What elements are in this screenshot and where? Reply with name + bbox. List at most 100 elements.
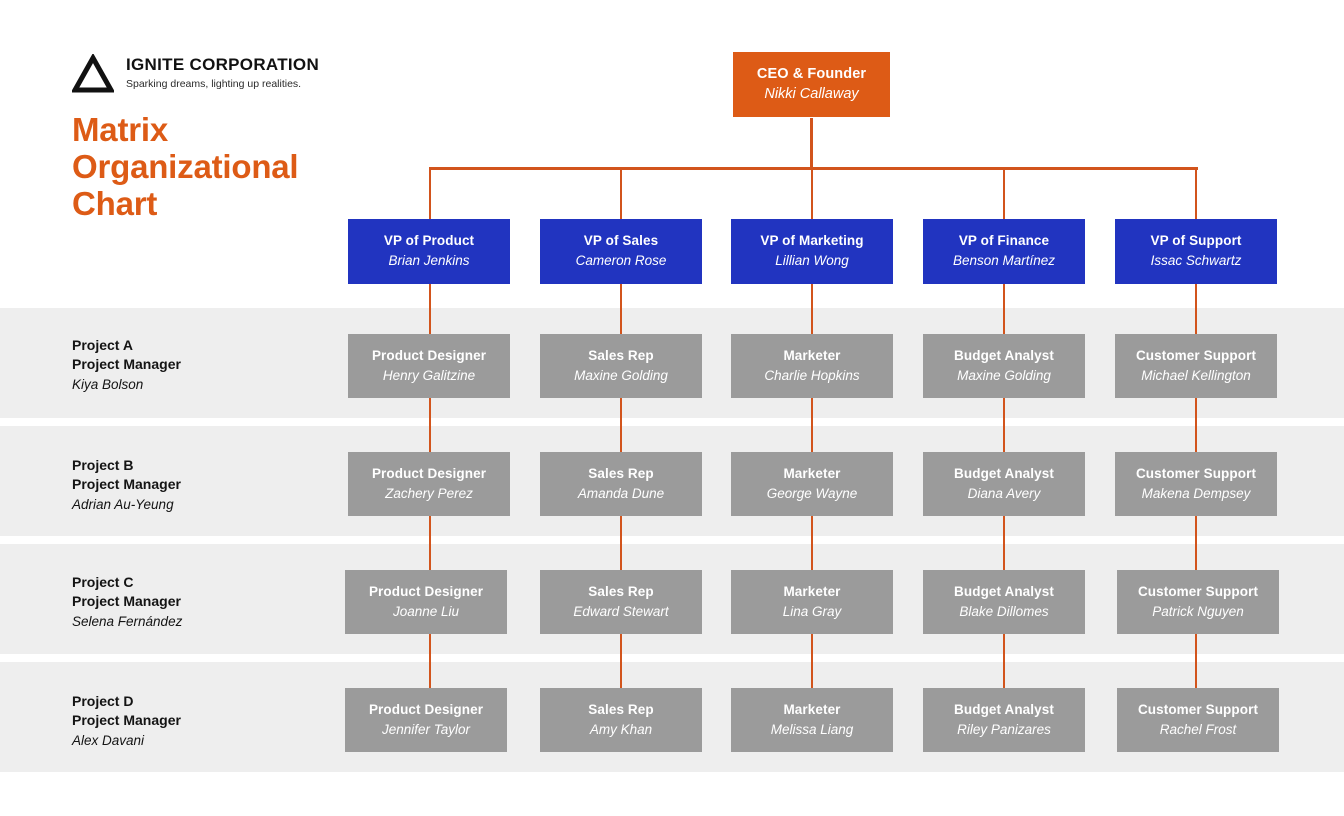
node-project-b-sales-rep[interactable]: Sales Rep Amanda Dune	[540, 452, 702, 516]
project-manager-role: Project Manager	[72, 593, 181, 610]
node-project-a-budget-analyst[interactable]: Budget Analyst Maxine Golding	[923, 334, 1085, 398]
node-role: Sales Rep	[588, 347, 654, 363]
node-person: Cameron Rose	[575, 253, 667, 269]
node-project-c-budget-analyst[interactable]: Budget Analyst Blake Dillomes	[923, 570, 1085, 634]
node-project-c-marketer[interactable]: Marketer Lina Gray	[731, 570, 893, 634]
node-role: Marketer	[783, 465, 841, 481]
node-vp-marketing[interactable]: VP of Marketing Lillian Wong	[731, 219, 893, 284]
brand-name: IGNITE CORPORATION	[126, 55, 320, 74]
node-person: Blake Dillomes	[959, 603, 1049, 619]
project-manager-role: Project Manager	[72, 356, 181, 373]
node-project-b-marketer[interactable]: Marketer George Wayne	[731, 452, 893, 516]
connector-bus-to-vp-finance	[1003, 167, 1005, 219]
node-role: Product Designer	[371, 465, 487, 481]
project-name: Project B	[72, 457, 134, 473]
brand-header: IGNITE CORPORATION Sparking dreams, ligh…	[72, 52, 319, 94]
node-project-b-budget-analyst[interactable]: Budget Analyst Diana Avery	[923, 452, 1085, 516]
node-person: Edward Stewart	[573, 603, 669, 619]
node-person: Joanne Liu	[392, 603, 460, 619]
node-vp-product[interactable]: VP of Product Brian Jenkins	[348, 219, 510, 284]
node-project-d-product-designer[interactable]: Product Designer Jennifer Taylor	[345, 688, 507, 752]
node-role: Customer Support	[1135, 465, 1257, 481]
node-role: VP of Support	[1150, 233, 1242, 249]
node-role: VP of Product	[383, 233, 475, 249]
project-label-b: Project B Project Manager Adrian Au-Yeun…	[72, 456, 322, 515]
node-project-a-product-designer[interactable]: Product Designer Henry Galitzine	[348, 334, 510, 398]
node-ceo[interactable]: CEO & Founder Nikki Callaway	[733, 52, 890, 117]
node-role: Sales Rep	[588, 465, 654, 481]
node-role: Customer Support	[1137, 583, 1259, 599]
node-role: CEO & Founder	[756, 66, 867, 83]
node-person: Nikki Callaway	[764, 86, 859, 103]
node-role: VP of Sales	[583, 233, 659, 249]
node-person: Makena Dempsey	[1141, 485, 1251, 501]
node-person: Amy Khan	[589, 721, 653, 737]
node-role: Marketer	[783, 583, 841, 599]
node-person: Diana Avery	[967, 485, 1041, 501]
node-person: Amanda Dune	[577, 485, 665, 501]
node-person: Maxine Golding	[957, 367, 1051, 383]
node-person: Issac Schwartz	[1150, 253, 1242, 269]
node-project-c-product-designer[interactable]: Product Designer Joanne Liu	[345, 570, 507, 634]
node-role: Product Designer	[368, 583, 484, 599]
project-name: Project C	[72, 574, 134, 590]
node-role: VP of Finance	[958, 233, 1050, 249]
node-person: Riley Panizares	[957, 721, 1051, 737]
connector-bus-to-vp-marketing	[811, 167, 813, 219]
node-project-c-customer-support[interactable]: Customer Support Patrick Nguyen	[1117, 570, 1279, 634]
connector-ceo-to-bus	[810, 118, 813, 170]
node-role: Marketer	[783, 347, 841, 363]
node-project-d-marketer[interactable]: Marketer Melissa Liang	[731, 688, 893, 752]
brand-tagline: Sparking dreams, lighting up realities.	[126, 77, 302, 90]
node-role: Product Designer	[371, 347, 487, 363]
project-manager-name: Kiya Bolson	[72, 376, 144, 392]
project-name: Project A	[72, 337, 133, 353]
node-project-d-customer-support[interactable]: Customer Support Rachel Frost	[1117, 688, 1279, 752]
project-manager-role: Project Manager	[72, 712, 181, 729]
node-person: Lina Gray	[782, 603, 842, 619]
project-label-c: Project C Project Manager Selena Fernánd…	[72, 573, 322, 632]
project-label-a: Project A Project Manager Kiya Bolson	[72, 336, 322, 395]
node-person: Melissa Liang	[770, 721, 854, 737]
node-person: Michael Kellington	[1141, 367, 1251, 383]
project-manager-name: Alex Davani	[72, 732, 145, 748]
node-person: Benson Martínez	[952, 253, 1056, 269]
node-vp-sales[interactable]: VP of Sales Cameron Rose	[540, 219, 702, 284]
project-name: Project D	[72, 693, 134, 709]
connector-horizontal-bus	[429, 167, 1198, 170]
node-role: Budget Analyst	[954, 701, 1054, 717]
project-manager-role: Project Manager	[72, 476, 181, 493]
node-person: Jennifer Taylor	[381, 721, 471, 737]
node-person: George Wayne	[766, 485, 858, 501]
node-project-d-sales-rep[interactable]: Sales Rep Amy Khan	[540, 688, 702, 752]
node-role: Budget Analyst	[954, 465, 1054, 481]
node-vp-finance[interactable]: VP of Finance Benson Martínez	[923, 219, 1085, 284]
node-project-b-product-designer[interactable]: Product Designer Zachery Perez	[348, 452, 510, 516]
node-person: Patrick Nguyen	[1152, 603, 1244, 619]
node-project-a-sales-rep[interactable]: Sales Rep Maxine Golding	[540, 334, 702, 398]
node-person: Lillian Wong	[775, 253, 849, 269]
project-manager-name: Selena Fernández	[72, 613, 183, 629]
node-role: Sales Rep	[588, 583, 654, 599]
node-person: Rachel Frost	[1159, 721, 1237, 737]
connector-bus-to-vp-support	[1195, 167, 1197, 219]
node-project-a-customer-support[interactable]: Customer Support Michael Kellington	[1115, 334, 1277, 398]
connector-bus-to-vp-product	[429, 167, 431, 219]
node-project-c-sales-rep[interactable]: Sales Rep Edward Stewart	[540, 570, 702, 634]
node-role: Budget Analyst	[954, 583, 1054, 599]
node-role: VP of Marketing	[760, 233, 864, 249]
node-person: Zachery Perez	[385, 485, 473, 501]
node-project-d-budget-analyst[interactable]: Budget Analyst Riley Panizares	[923, 688, 1085, 752]
project-label-d: Project D Project Manager Alex Davani	[72, 692, 322, 751]
node-role: Marketer	[783, 701, 841, 717]
page-title: Matrix Organizational Chart	[72, 111, 299, 222]
triangle-outline-icon	[72, 54, 114, 93]
node-project-a-marketer[interactable]: Marketer Charlie Hopkins	[731, 334, 893, 398]
node-vp-support[interactable]: VP of Support Issac Schwartz	[1115, 219, 1277, 284]
node-role: Customer Support	[1137, 701, 1259, 717]
node-role: Product Designer	[368, 701, 484, 717]
node-project-b-customer-support[interactable]: Customer Support Makena Dempsey	[1115, 452, 1277, 516]
node-person: Maxine Golding	[574, 367, 668, 383]
node-role: Sales Rep	[588, 701, 654, 717]
